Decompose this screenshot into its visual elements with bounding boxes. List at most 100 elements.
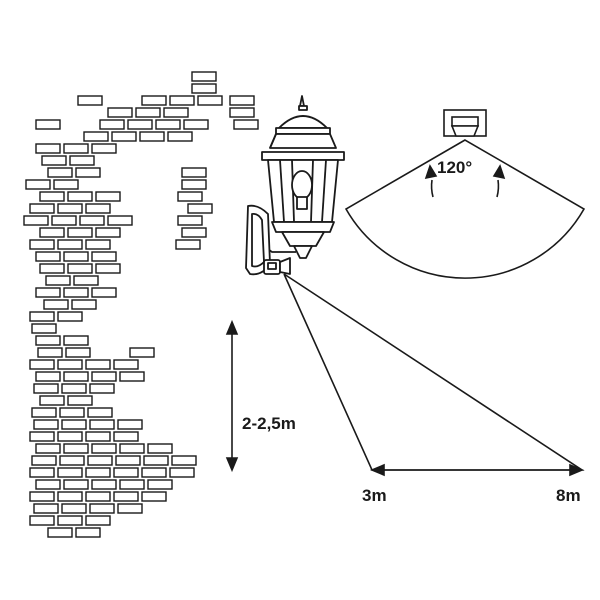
brick [57, 491, 83, 502]
brick [43, 299, 69, 310]
brick [29, 431, 55, 442]
brick [85, 491, 111, 502]
brick [51, 215, 77, 226]
brick [229, 107, 255, 118]
brick [141, 491, 167, 502]
brick [139, 131, 165, 142]
brick [39, 191, 65, 202]
brick [29, 203, 55, 214]
brick [29, 239, 55, 250]
brick [85, 431, 111, 442]
brick [35, 287, 61, 298]
brick [197, 95, 223, 106]
brick [113, 491, 139, 502]
brick [57, 311, 83, 322]
brick [117, 419, 143, 430]
brick [73, 275, 99, 286]
brick [63, 251, 89, 262]
brick [155, 119, 181, 130]
brick [135, 107, 161, 118]
brick [57, 467, 83, 478]
brick [113, 467, 139, 478]
brick [181, 179, 207, 190]
brick [177, 191, 203, 202]
brick [35, 119, 61, 130]
brick [59, 455, 85, 466]
brick [63, 479, 89, 490]
brick [67, 191, 93, 202]
brick [127, 119, 153, 130]
near-range-label: 3m [362, 486, 387, 505]
brick [141, 467, 167, 478]
brick-wall-icon [23, 71, 259, 538]
brick [87, 455, 113, 466]
brick [29, 467, 55, 478]
brick [85, 239, 111, 250]
brick [61, 419, 87, 430]
brick [33, 503, 59, 514]
brick [89, 419, 115, 430]
brick [75, 527, 101, 538]
brick [63, 287, 89, 298]
brick [147, 443, 173, 454]
brick [33, 419, 59, 430]
mount-height-label: 2-2,5m [242, 414, 296, 433]
brick [181, 167, 207, 178]
brick [113, 359, 139, 370]
brick [191, 83, 217, 94]
brick [229, 95, 255, 106]
brick [33, 383, 59, 394]
brick [79, 215, 105, 226]
brick [67, 227, 93, 238]
brick [171, 455, 197, 466]
brick [47, 167, 73, 178]
brick [85, 359, 111, 370]
brick [95, 263, 121, 274]
brick [41, 155, 67, 166]
brick [83, 131, 109, 142]
brick [89, 383, 115, 394]
brick [141, 95, 167, 106]
brick [85, 467, 111, 478]
brick [111, 131, 137, 142]
wall-lantern-icon [245, 95, 345, 276]
brick [25, 179, 51, 190]
brick [233, 119, 259, 130]
brick [187, 203, 213, 214]
brick [107, 107, 133, 118]
brick [31, 407, 57, 418]
brick [169, 95, 195, 106]
brick [163, 107, 189, 118]
brick [177, 215, 203, 226]
brick [119, 371, 145, 382]
brick [91, 143, 117, 154]
range-dimension-arrow [369, 463, 585, 477]
brick [63, 143, 89, 154]
brick [143, 455, 169, 466]
brick [69, 155, 95, 166]
brick [35, 371, 61, 382]
brick [167, 131, 193, 142]
brick [47, 527, 73, 538]
brick [113, 431, 139, 442]
brick [39, 395, 65, 406]
brick [61, 383, 87, 394]
brick [57, 431, 83, 442]
brick [129, 347, 155, 358]
brick [91, 251, 117, 262]
brick [119, 479, 145, 490]
brick [77, 95, 103, 106]
brick [95, 191, 121, 202]
brick [67, 395, 93, 406]
brick [53, 179, 79, 190]
brick [39, 227, 65, 238]
brick [31, 323, 57, 334]
brick [45, 275, 71, 286]
brick [89, 503, 115, 514]
brick [57, 239, 83, 250]
brick [87, 407, 113, 418]
detection-range-side-view [283, 273, 585, 471]
brick [65, 347, 91, 358]
brick [175, 239, 201, 250]
